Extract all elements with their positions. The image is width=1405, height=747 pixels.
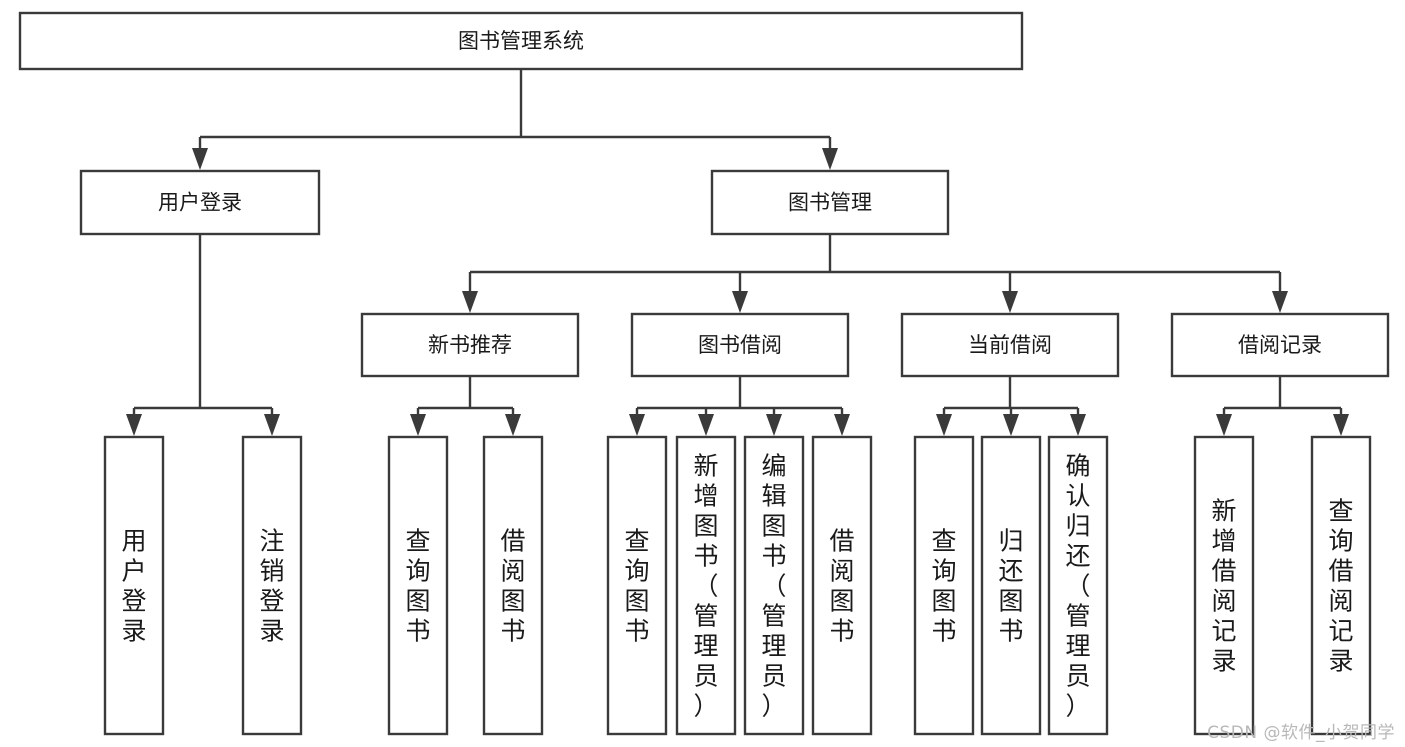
leaf-label-vertical: 新增图书（管理员） xyxy=(693,452,718,721)
leaf-node-leaf-query-borrow-record[interactable]: 查询借阅记录 xyxy=(1310,435,1372,736)
arrow-head-icon xyxy=(410,414,426,436)
node-label: 新书推荐 xyxy=(428,333,512,357)
leaf-label-vertical: 新增借阅记录 xyxy=(1211,497,1236,676)
arrow-head-icon xyxy=(834,414,850,436)
node-boxes: 图书管理系统用户登录图书管理新书推荐图书借阅当前借阅借阅记录用户登录注销登录查询… xyxy=(18,11,1390,736)
node-label: 当前借阅 xyxy=(968,333,1052,357)
node-level3-borrow-record[interactable]: 借阅记录 xyxy=(1170,312,1390,378)
node-root-root[interactable]: 图书管理系统 xyxy=(18,11,1024,71)
leaf-label-vertical: 注销登录 xyxy=(259,527,284,646)
connector-lines xyxy=(126,69,1349,436)
node-level3-current-borrow[interactable]: 当前借阅 xyxy=(900,312,1120,378)
leaf-node-leaf-borrow-book-rec[interactable]: 借阅图书 xyxy=(482,435,544,736)
arrow-head-icon xyxy=(1070,414,1086,436)
leaf-node-leaf-logout-login[interactable]: 注销登录 xyxy=(241,435,303,736)
leaf-node-leaf-confirm-return-admin[interactable]: 确认归还（管理员） xyxy=(1047,435,1109,736)
arrow-head-icon xyxy=(264,414,280,436)
leaf-label-vertical: 查询图书 xyxy=(624,527,649,646)
leaf-label-vertical: 查询借阅记录 xyxy=(1328,497,1353,676)
leaf-label-vertical: 确认归还（管理员） xyxy=(1065,452,1090,721)
arrow-head-icon xyxy=(936,414,952,436)
leaf-node-leaf-add-borrow-record[interactable]: 新增借阅记录 xyxy=(1193,435,1255,736)
arrow-head-icon xyxy=(732,291,748,313)
leaf-node-leaf-query-book-bor[interactable]: 查询图书 xyxy=(606,435,668,736)
leaf-node-leaf-edit-book-admin[interactable]: 编辑图书（管理员） xyxy=(743,435,805,736)
leaf-label-vertical: 用户登录 xyxy=(121,527,146,646)
leaf-label-vertical: 查询图书 xyxy=(405,527,430,646)
leaf-node-leaf-query-book-cur[interactable]: 查询图书 xyxy=(913,435,975,736)
node-label: 图书借阅 xyxy=(698,333,782,357)
leaf-label-vertical: 借阅图书 xyxy=(829,527,854,646)
arrow-head-icon xyxy=(766,414,782,436)
leaf-label-vertical: 归还图书 xyxy=(998,527,1023,646)
arrow-head-icon xyxy=(1002,291,1018,313)
node-label: 借阅记录 xyxy=(1238,333,1322,357)
arrow-head-icon xyxy=(1272,291,1288,313)
arrow-head-icon xyxy=(126,414,142,436)
node-label: 图书管理系统 xyxy=(458,29,584,53)
leaf-node-leaf-add-book-admin[interactable]: 新增图书（管理员） xyxy=(675,435,737,736)
node-level2-book-manage[interactable]: 图书管理 xyxy=(710,169,950,236)
leaf-label-vertical: 编辑图书（管理员） xyxy=(761,452,786,721)
leaf-label-vertical: 借阅图书 xyxy=(500,527,525,646)
node-label: 用户登录 xyxy=(158,191,242,215)
csdn-watermark: CSDN @软件_小贺同学 xyxy=(1207,723,1395,743)
node-level3-book-borrow[interactable]: 图书借阅 xyxy=(630,312,850,378)
arrow-head-icon xyxy=(629,414,645,436)
node-label: 图书管理 xyxy=(788,191,872,215)
arrow-head-icon xyxy=(1333,414,1349,436)
arrow-head-icon xyxy=(462,291,478,313)
leaf-label-vertical: 查询图书 xyxy=(931,527,956,646)
arrow-head-icon xyxy=(505,414,521,436)
node-level3-new-book-recommend[interactable]: 新书推荐 xyxy=(360,312,580,378)
node-level2-user-login[interactable]: 用户登录 xyxy=(79,169,321,236)
arrow-head-icon xyxy=(1216,414,1232,436)
leaf-node-leaf-borrow-book-bor[interactable]: 借阅图书 xyxy=(811,435,873,736)
arrow-head-icon xyxy=(1003,414,1019,436)
arrow-head-icon xyxy=(698,414,714,436)
leaf-node-leaf-return-book[interactable]: 归还图书 xyxy=(980,435,1042,736)
arrow-head-icon xyxy=(192,148,208,170)
leaf-node-leaf-user-login[interactable]: 用户登录 xyxy=(103,435,165,736)
arrow-head-icon xyxy=(822,148,838,170)
leaf-node-leaf-query-book-rec[interactable]: 查询图书 xyxy=(387,435,449,736)
